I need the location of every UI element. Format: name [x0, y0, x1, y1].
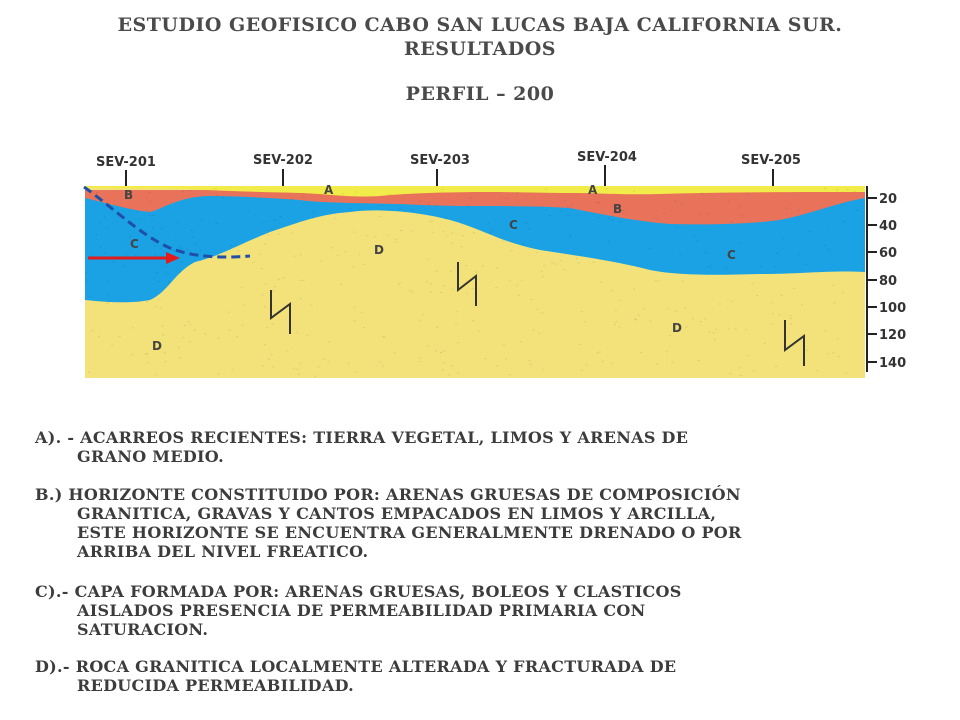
fracture-symbol — [457, 262, 477, 306]
legend-text: A). - ACARREOS RECIENTES: TIERRA VEGETAL… — [35, 428, 689, 447]
depth-tick-80: 80 — [867, 274, 897, 289]
depth-axis: 20 40 60 80 100 120 140 — [866, 186, 906, 372]
depth-tick-label: 40 — [879, 219, 897, 234]
legend-text: SATURACION. — [77, 620, 209, 639]
legend-unit-d: D).- ROCA GRANITICA LOCALMENTE ALTERADA … — [35, 657, 935, 695]
fracture-symbol — [784, 320, 805, 366]
depth-tick-label: 20 — [879, 192, 897, 207]
sounding-label: SEV-202 — [253, 153, 313, 168]
red-arrow-indicator — [88, 252, 180, 264]
legend-unit-a: A). - ACARREOS RECIENTES: TIERRA VEGETAL… — [35, 428, 935, 466]
depth-tick-40: 40 — [867, 219, 897, 234]
sounding-label: SEV-201 — [96, 155, 156, 170]
unit-label-a: A — [588, 183, 598, 197]
legend-text: B.) HORIZONTE CONSTITUIDO POR: ARENAS GR… — [35, 485, 741, 504]
sounding-sev-205: SEV-205 — [741, 153, 801, 186]
unit-label-c: C — [509, 218, 518, 232]
depth-tick-20: 20 — [867, 192, 897, 207]
sounding-label: SEV-203 — [410, 153, 470, 168]
fracture-symbol — [270, 290, 291, 334]
unit-label-b: B — [124, 188, 133, 202]
depth-tick-label: 100 — [879, 301, 906, 316]
legend-text: REDUCIDA PERMEABILIDAD. — [77, 676, 355, 695]
report-subtitle: RESULTADOS — [404, 38, 556, 60]
legend-text: ARRIBA DEL NIVEL FREATICO. — [77, 542, 369, 561]
legend-unit-c: C).- CAPA FORMADA POR: ARENAS GRUESAS, B… — [35, 582, 935, 639]
legend-text: AISLADOS PRESENCIA DE PERMEABILIDAD PRIM… — [77, 601, 646, 620]
unit-label-d: D — [672, 321, 682, 335]
sounding-label: SEV-205 — [741, 153, 801, 168]
profile-title: PERFIL – 200 — [405, 83, 555, 105]
geologic-cross-section: SEV-201 SEV-202 SEV-203 SEV-204 SEV-205 … — [83, 150, 906, 378]
legend-text: ESTE HORIZONTE SE ENCUENTRA GENERALMENTE… — [77, 523, 742, 542]
depth-tick-label: 60 — [879, 246, 897, 261]
unit-label-b: B — [613, 202, 622, 216]
unit-label-c: C — [130, 237, 139, 251]
sounding-label: SEV-204 — [577, 150, 637, 165]
sounding-sev-203: SEV-203 — [410, 153, 470, 186]
depth-tick-label: 120 — [879, 328, 906, 343]
legend-text: GRANITICA, GRAVAS Y CANTOS EMPACADOS EN … — [77, 504, 717, 523]
legend-text: C).- CAPA FORMADA POR: ARENAS GRUESAS, B… — [35, 582, 682, 601]
depth-tick-120: 120 — [867, 328, 906, 343]
unit-label-d: D — [374, 243, 384, 257]
depth-tick-label: 140 — [879, 356, 906, 371]
water-table-dashed-line — [83, 185, 251, 259]
sounding-markers: SEV-201 SEV-202 SEV-203 SEV-204 SEV-205 — [96, 150, 801, 186]
depth-tick-label: 80 — [879, 274, 897, 289]
depth-tick-140: 140 — [867, 356, 906, 371]
unit-label-a: A — [324, 183, 334, 197]
sounding-sev-202: SEV-202 — [253, 153, 313, 186]
unit-label-d: D — [152, 339, 162, 353]
legend-unit-b: B.) HORIZONTE CONSTITUIDO POR: ARENAS GR… — [35, 485, 935, 561]
sounding-sev-201: SEV-201 — [96, 155, 156, 186]
layer-b-drained — [85, 190, 865, 225]
layer-a-recent — [85, 186, 865, 197]
fracture-symbols — [270, 262, 805, 366]
sounding-sev-204: SEV-204 — [577, 150, 637, 186]
unit-label-c: C — [727, 248, 736, 262]
legend-text: D).- ROCA GRANITICA LOCALMENTE ALTERADA … — [35, 657, 677, 676]
depth-tick-100: 100 — [867, 301, 906, 316]
texture-speckles — [85, 188, 859, 377]
report-title: ESTUDIO GEOFISICO CABO SAN LUCAS BAJA CA… — [117, 14, 843, 36]
legend-text: GRANO MEDIO. — [77, 447, 224, 466]
depth-tick-60: 60 — [867, 246, 897, 261]
